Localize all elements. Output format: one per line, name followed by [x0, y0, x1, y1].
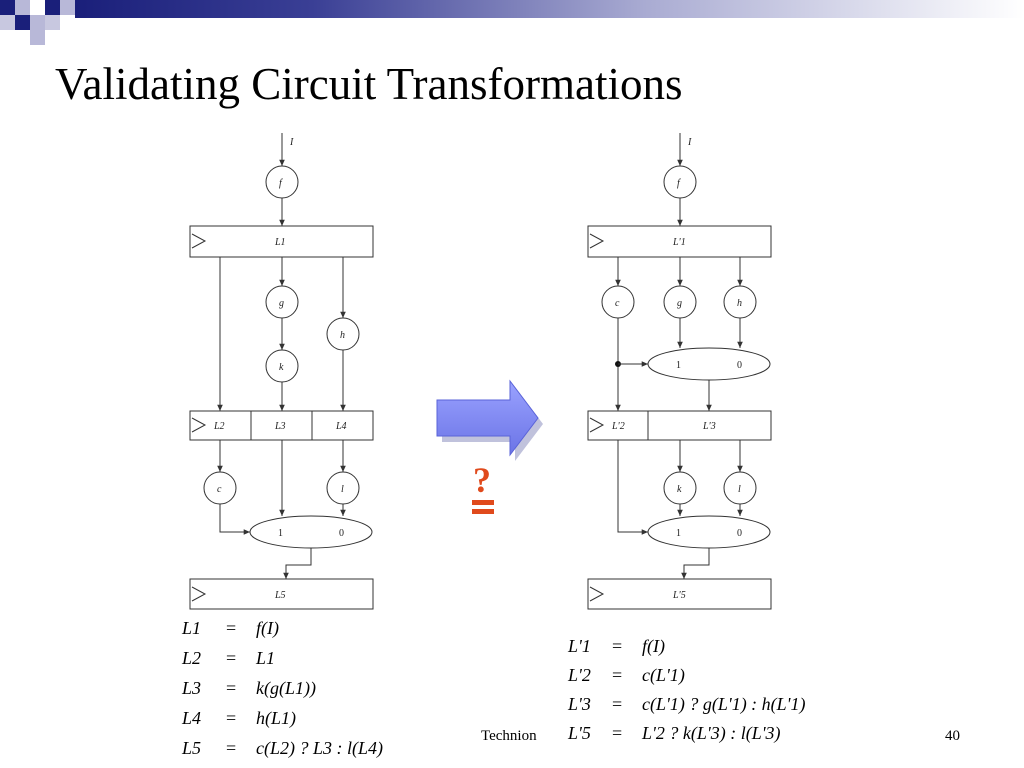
eq-rhs: f(I) [256, 618, 279, 638]
left-mux [249, 515, 373, 549]
left-mux-in1: 1 [278, 528, 283, 539]
right-node-h-label: h [737, 298, 742, 309]
right-latch-L5p [587, 578, 772, 610]
left-input-label: I [289, 137, 294, 148]
transform-arrow [436, 379, 543, 461]
footer-organization: Technion [481, 728, 537, 744]
eq-rhs: c(L'1) ? g(L'1) : h(L'1) [642, 694, 806, 714]
eq-lhs: L2 [182, 648, 202, 668]
right-latch-L3p-label: L'3 [702, 421, 716, 432]
left-equation-3: L3 = k(g(L1)) [182, 678, 316, 699]
left-latch-L5-label: L5 [274, 590, 286, 601]
right-latch-row [587, 410, 772, 441]
right-node-f-label: f [677, 178, 681, 189]
left-node-c-label: c [217, 484, 222, 495]
left-node-f-label: f [279, 178, 283, 189]
left-equation-5: L5 = c(L2) ? L3 : l(L4) [182, 738, 383, 759]
left-equation-2: L2 = L1 [182, 648, 275, 669]
question-mark: ? [473, 460, 491, 500]
header-squares-logo [0, 0, 75, 45]
eq-rhs: f(I) [642, 636, 665, 656]
eq-op: = [226, 678, 237, 698]
eq-lhs: L5 [182, 738, 202, 758]
eq-rhs: c(L2) ? L3 : l(L4) [256, 738, 383, 758]
left-equation-1: L1 = f(I) [182, 618, 279, 639]
left-node-l-label: l [341, 484, 344, 495]
eq-rhs: k(g(L1)) [256, 678, 316, 698]
eq-rhs: c(L'1) [642, 665, 685, 685]
equals-sign [472, 498, 494, 516]
right-equation-3: L'3 = c(L'1) ? g(L'1) : h(L'1) [568, 694, 806, 715]
right-node-f [663, 165, 697, 199]
left-node-g-label: g [279, 298, 284, 309]
left-node-k-label: k [279, 362, 284, 373]
eq-lhs: L'2 [568, 665, 591, 685]
eq-op: = [612, 665, 623, 685]
left-latch-L5 [189, 578, 374, 610]
right-input-label: I [687, 137, 692, 148]
left-latch-L2-label: L2 [213, 421, 225, 432]
left-latch-row [189, 410, 374, 441]
eq-rhs: L'2 ? k(L'3) : l(L'3) [642, 723, 781, 743]
eq-rhs: h(L1) [256, 708, 296, 728]
eq-op: = [226, 708, 237, 728]
right-mux-top [647, 347, 771, 381]
right-latch-L1p-label: L'1 [672, 237, 686, 248]
left-node-h-label: h [340, 330, 345, 341]
right-circuit: I f L'1 c g h 1 0 L'2 L'3 [587, 133, 772, 610]
left-latch-L3-label: L3 [274, 421, 286, 432]
eq-op: = [226, 618, 237, 638]
eq-op: = [612, 694, 623, 714]
eq-rhs: L1 [256, 648, 276, 668]
left-latch-L1-label: L1 [274, 237, 286, 248]
right-equation-1: L'1 = f(I) [568, 636, 665, 657]
right-equation-4: L'5 = L'2 ? k(L'3) : l(L'3) [568, 723, 781, 744]
eq-op: = [612, 636, 623, 656]
right-node-l-label: l [738, 484, 741, 495]
right-latch-L5p-label: L'5 [672, 590, 686, 601]
page-number: 40 [945, 728, 960, 744]
right-mux-bottom [647, 515, 771, 549]
left-latch-L4-label: L4 [335, 421, 347, 432]
right-mux-bottom-in0: 0 [737, 528, 742, 539]
eq-lhs: L1 [182, 618, 202, 638]
eq-op: = [612, 723, 623, 743]
right-latch-L2p-label: L'2 [611, 421, 625, 432]
left-equation-4: L4 = h(L1) [182, 708, 296, 729]
eq-lhs: L'1 [568, 636, 591, 656]
left-circuit: I f L1 g k h L2 L3 L4 c [189, 133, 374, 610]
eq-lhs: L3 [182, 678, 202, 698]
left-node-f [265, 165, 299, 199]
right-mux-top-in1: 1 [676, 360, 681, 371]
right-node-k-label: k [677, 484, 682, 495]
right-node-c-label: c [615, 298, 620, 309]
header-band [0, 0, 1024, 45]
eq-op: = [226, 648, 237, 668]
right-mux-top-in0: 0 [737, 360, 742, 371]
right-node-g-label: g [677, 298, 682, 309]
right-mux-bottom-in1: 1 [676, 528, 681, 539]
eq-lhs: L'5 [568, 723, 591, 743]
eq-op: = [226, 738, 237, 758]
eq-lhs: L'3 [568, 694, 591, 714]
right-equation-2: L'2 = c(L'1) [568, 665, 685, 686]
left-mux-in0: 0 [339, 528, 344, 539]
right-latch-L1p [587, 225, 772, 258]
eq-lhs: L4 [182, 708, 202, 728]
slide-title: Validating Circuit Transformations [55, 59, 683, 109]
